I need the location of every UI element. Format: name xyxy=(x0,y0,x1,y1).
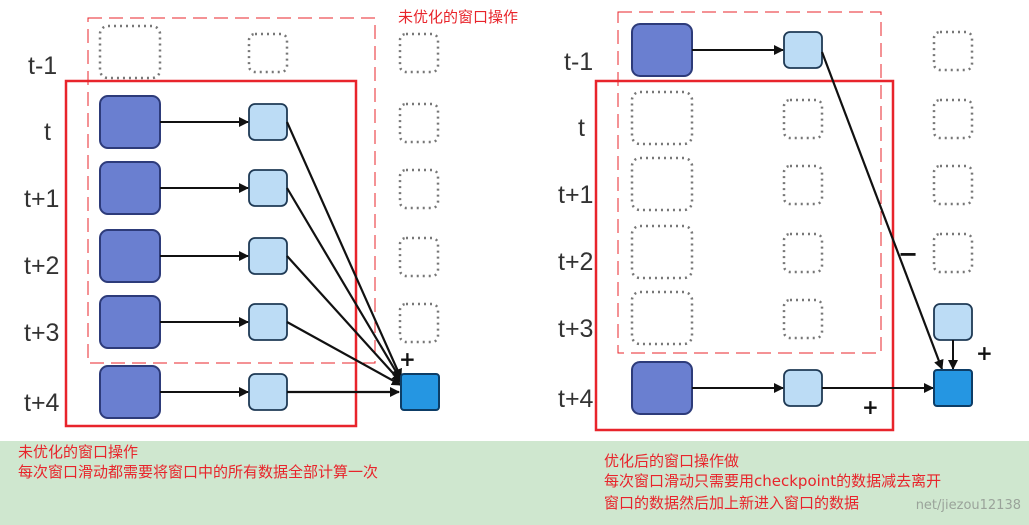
empty-data-slot xyxy=(398,102,440,144)
minus-sign: − xyxy=(898,240,918,268)
data-block xyxy=(99,161,161,215)
data-block xyxy=(99,95,161,149)
empty-data-slot xyxy=(932,232,974,274)
empty-data-slot xyxy=(630,90,694,146)
empty-data-slot xyxy=(398,236,440,278)
left-caption-body: 每次窗口滑动都需要将窗口中的所有数据全部计算一次 xyxy=(18,463,379,481)
left-panel: t-1 t t+1 t+2 t+3 t+4 xyxy=(24,17,440,428)
right-time-label: t+2 xyxy=(558,248,593,276)
empty-data-slot xyxy=(398,302,440,344)
right-current-window xyxy=(594,79,895,432)
entering-data-block xyxy=(631,361,693,415)
empty-data-slot xyxy=(932,98,974,140)
left-current-window xyxy=(64,79,358,428)
left-time-label: t+4 xyxy=(24,389,60,417)
empty-data-slot xyxy=(630,156,694,212)
left-time-label: t xyxy=(44,118,51,146)
right-time-label: t xyxy=(578,114,585,142)
empty-data-slot xyxy=(782,232,824,274)
leaving-data-block xyxy=(631,23,693,77)
partial-result xyxy=(248,103,288,141)
empty-data-slot xyxy=(630,224,694,280)
right-caption-title: 优化后的窗口操作做 xyxy=(604,452,740,470)
left-time-label: t+2 xyxy=(24,252,59,280)
right-caption-line2: 窗口的数据然后加上新进入窗口的数据 xyxy=(604,494,860,512)
plus-sign: + xyxy=(862,395,879,419)
window-diagram: t-1 t t+1 t+2 t+3 t+4 xyxy=(24,11,993,432)
checkpoint-box xyxy=(933,303,973,341)
left-time-label: t+3 xyxy=(24,319,59,347)
aggregate-arrow xyxy=(285,121,403,379)
new-partial-result xyxy=(783,369,823,407)
aggregate-arrow xyxy=(286,187,402,381)
data-block xyxy=(99,229,161,283)
top-title: 未优化的窗口操作 xyxy=(398,8,519,26)
empty-data-slot xyxy=(782,298,824,340)
plus-sign: + xyxy=(976,341,993,365)
aggregate-arrow xyxy=(286,255,402,383)
empty-data-slot xyxy=(630,290,694,346)
partial-result xyxy=(248,373,288,411)
partial-result xyxy=(248,237,288,275)
empty-data-slot xyxy=(398,32,440,74)
left-caption-title: 未优化的窗口操作 xyxy=(18,443,139,461)
right-dashed-window xyxy=(617,11,882,354)
right-time-label: t+4 xyxy=(558,385,594,413)
right-caption-line1: 每次窗口滑动只需要用checkpoint的数据减去离开 xyxy=(604,472,942,490)
right-time-label: t+3 xyxy=(558,315,593,343)
checkpoint-result xyxy=(783,31,823,69)
caption-area xyxy=(0,441,1029,525)
right-time-label: t+1 xyxy=(558,181,593,209)
partial-result xyxy=(248,169,288,207)
empty-data-slot xyxy=(932,164,974,206)
empty-data-slot xyxy=(247,32,289,74)
data-block xyxy=(99,295,161,349)
window-result xyxy=(400,373,440,411)
data-block xyxy=(99,365,161,419)
empty-data-slot xyxy=(932,30,974,72)
plus-sign: + xyxy=(399,347,416,371)
right-time-label: t-1 xyxy=(564,48,593,76)
left-time-label: t-1 xyxy=(28,52,57,80)
right-panel: t-1 t t+1 t+2 t+3 t+4 + + xyxy=(558,11,993,432)
window-result xyxy=(933,369,973,407)
empty-data-slot xyxy=(782,164,824,206)
aggregate-arrow xyxy=(286,321,402,386)
empty-data-slot xyxy=(398,168,440,210)
partial-result xyxy=(248,303,288,341)
watermark: net/jiezou12138 xyxy=(915,498,1021,513)
empty-data-slot xyxy=(98,24,162,80)
empty-data-slot xyxy=(782,98,824,140)
subtract-arrow xyxy=(820,51,944,370)
left-time-label: t+1 xyxy=(24,185,59,213)
